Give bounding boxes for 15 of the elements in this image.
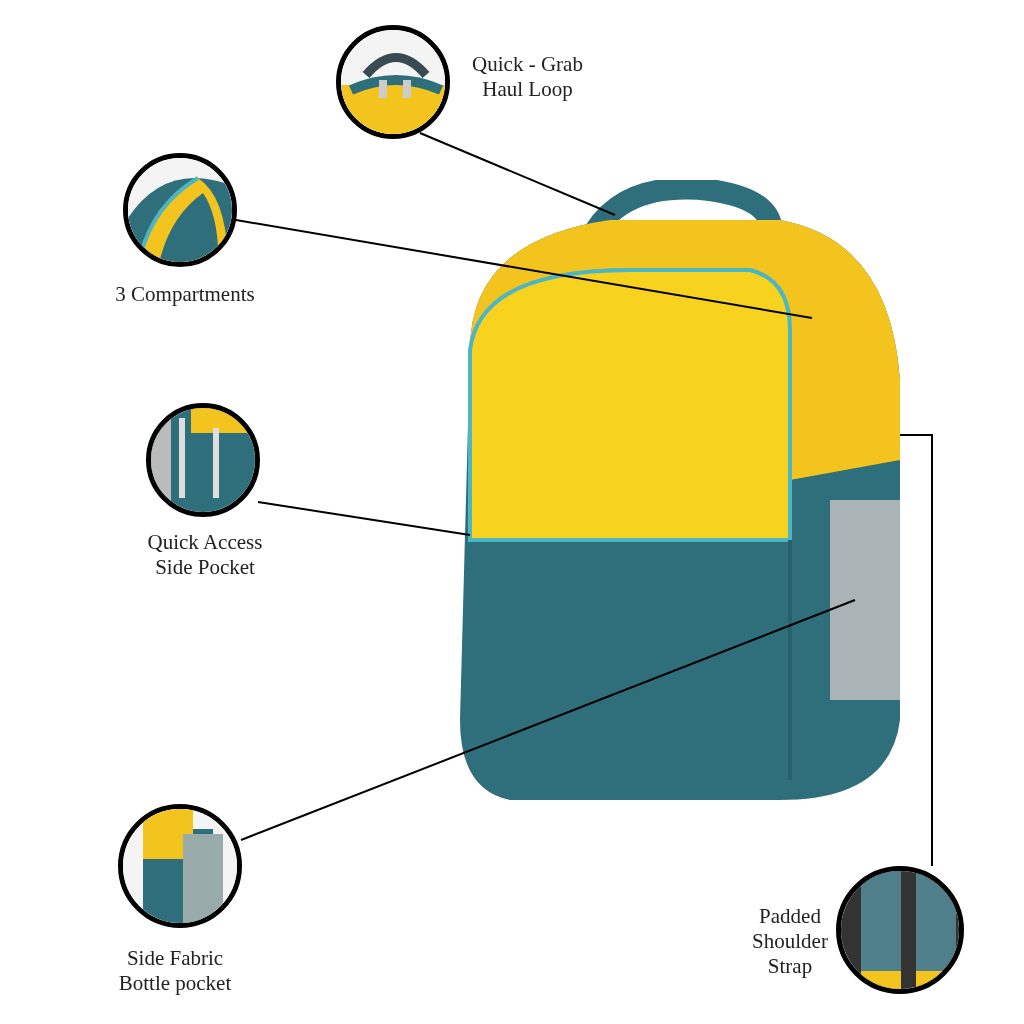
callout-label: 3 Compartments [114,282,256,307]
leader-line [419,132,616,216]
leader-line [257,501,471,536]
detail-photo-circle [123,153,237,267]
leader-line [240,599,856,841]
detail-photo-circle [836,866,964,994]
callout-label: Padded Shoulder Strap [751,904,829,979]
detail-photo-circle [118,804,242,928]
leader-line [235,219,813,319]
callout-label: Quick - Grab Haul Loop [471,52,584,102]
detail-photo-circle [146,403,260,517]
callout-label: Quick Access Side Pocket [146,530,264,580]
leader-line [899,434,933,867]
detail-photo-circle [336,25,450,139]
callout-label: Side Fabric Bottle pocket [117,946,233,996]
